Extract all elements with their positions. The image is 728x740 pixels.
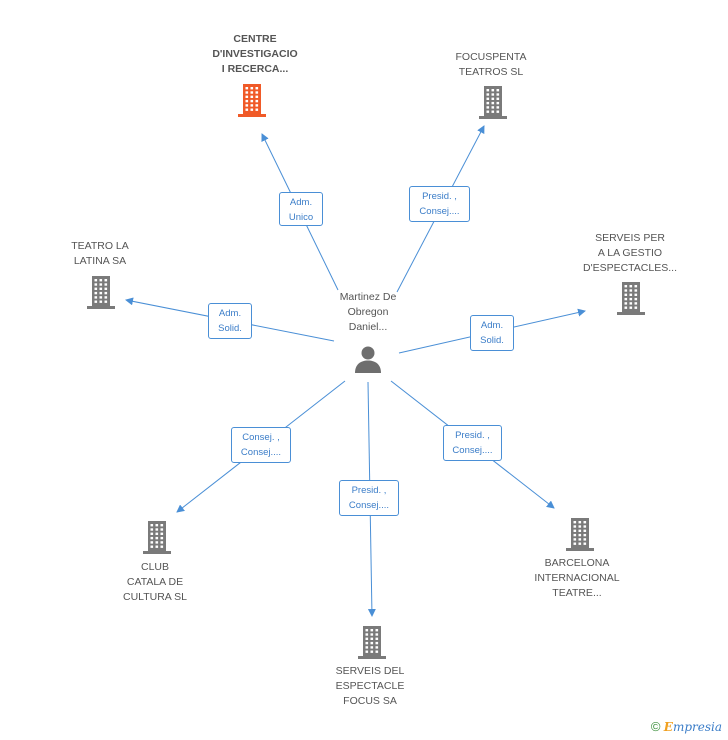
relation-label-club-catala[interactable]: Consej. , Consej.... <box>231 427 291 463</box>
building-icon[interactable] <box>564 518 596 554</box>
company-name-focuspenta[interactable]: FOCUSPENTA TEATROS SL <box>455 51 527 78</box>
building-icon[interactable] <box>236 84 268 120</box>
brand-name: mpresia <box>672 720 722 734</box>
brand-footer: © Empresia <box>651 719 722 734</box>
company-name-centre[interactable]: CENTRE D'INVESTIGACIO I RECERCA... <box>212 33 298 75</box>
company-name-serveis-espectacle[interactable]: SERVEIS DEL ESPECTACLE FOCUS SA <box>335 665 405 707</box>
building-icon[interactable] <box>356 626 388 662</box>
building-icon[interactable] <box>615 282 647 318</box>
brand-logo-letter: E <box>663 720 673 734</box>
company-name-club-catala[interactable]: CLUB CATALA DE CULTURA SL <box>123 561 187 603</box>
relation-label-serveis-gestio[interactable]: Adm. Solid. <box>470 315 514 351</box>
building-icon[interactable] <box>85 276 117 312</box>
relation-label-barcelona-internacional[interactable]: Presid. , Consej.... <box>443 425 502 461</box>
relation-label-centre[interactable]: Adm. Unico <box>279 192 323 226</box>
person-name[interactable]: Martinez De Obregon Daniel... <box>339 291 397 333</box>
relation-label-focuspenta[interactable]: Presid. , Consej.... <box>409 186 470 222</box>
person-icon[interactable] <box>353 344 383 374</box>
building-icon[interactable] <box>141 521 173 557</box>
building-icon[interactable] <box>477 86 509 122</box>
relation-label-serveis-espectacle[interactable]: Presid. , Consej.... <box>339 480 399 516</box>
relation-label-teatro-latina[interactable]: Adm. Solid. <box>208 303 252 339</box>
company-name-teatro-latina[interactable]: TEATRO LA LATINA SA <box>71 240 129 267</box>
company-name-serveis-gestio[interactable]: SERVEIS PER A LA GESTIO D'ESPECTACLES... <box>582 232 677 274</box>
copyright-icon: © <box>650 719 661 734</box>
company-name-barcelona-internacional[interactable]: BARCELONA INTERNACIONAL TEATRE... <box>534 557 620 599</box>
